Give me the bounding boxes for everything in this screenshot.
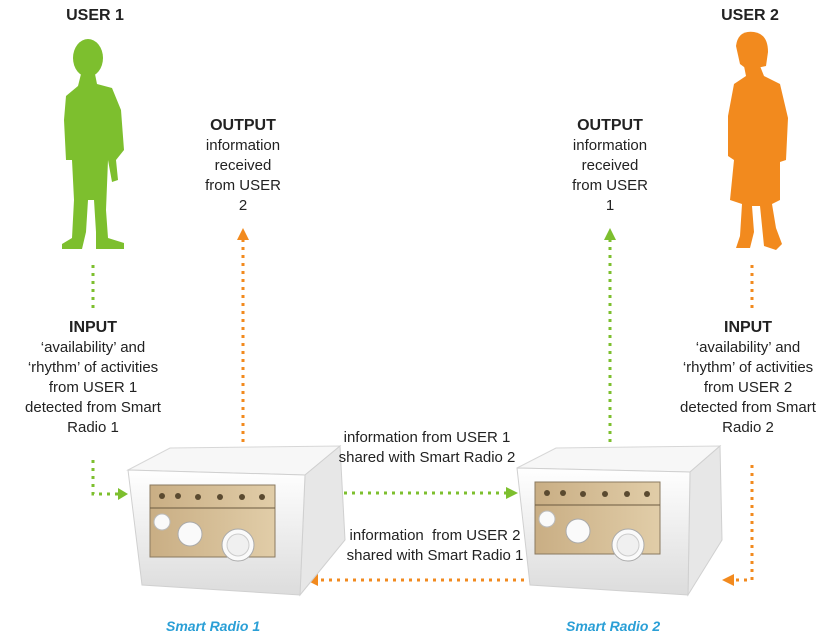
user1-title: USER 1 [66,7,124,24]
input1-block: INPUT ‘availability’ and ‘rhythm’ of act… [4,318,182,438]
arrowhead-input2 [722,574,734,586]
output1-heading: OUTPUT [210,117,276,134]
link-bottom-line: shared with Smart Radio 1 [346,547,524,564]
input1-line: ‘rhythm’ of activities [27,359,159,376]
smart-radio-2 [516,444,723,597]
arrowhead-input1 [118,488,128,500]
input1-line: detected from Smart [25,399,161,416]
user1-silhouette [62,39,124,249]
arrowhead-output2 [604,228,616,240]
output2-line: information [572,137,648,154]
input2-block: INPUT ‘availability’ and ‘rhythm’ of act… [660,318,836,438]
output2-line: 1 [605,197,615,214]
output2-block: OUTPUT information received from USER 1 [547,116,673,216]
output1-block: OUTPUT information received from USER 2 [180,116,306,216]
input2-heading: INPUT [724,319,772,336]
user2-title: USER 2 [721,7,779,24]
input2-to-radio2-line [734,465,754,582]
output1-line: from USER [205,177,281,194]
output1-line: 2 [238,197,248,214]
radio1-caption: Smart Radio 1 [166,618,261,634]
input2-line: from USER 2 [703,379,793,396]
radio2-caption: Smart Radio 2 [566,618,661,634]
output2-line: from USER [572,177,648,194]
link-top-line: shared with Smart Radio 2 [338,449,516,466]
input1-to-radio1-line [91,460,118,496]
output2-heading: OUTPUT [577,117,643,134]
output1-line: information [205,137,281,154]
input2-line: ‘rhythm’ of activities [682,359,814,376]
arrowhead-radio2 [506,487,518,499]
input1-line: ‘availability’ and [40,339,146,356]
input2-line: detected from Smart [680,399,816,416]
link-top-block: information from USER 1 shared with Smar… [302,428,552,468]
input1-line: Radio 1 [67,419,119,436]
input2-line: Radio 2 [722,419,774,436]
link-bottom-line: information from USER 2 [349,527,521,544]
user2-silhouette [728,31,788,250]
output1-line: received [214,157,272,174]
link-bottom-block: information from USER 2 shared with Smar… [310,526,560,566]
link-top-line: information from USER 1 [343,429,511,446]
arrowhead-output1 [237,228,249,240]
input1-heading: INPUT [69,319,117,336]
smart-radio-1 [126,444,346,597]
input1-line: from USER 1 [48,379,138,396]
output2-line: received [581,157,639,174]
input2-line: ‘availability’ and [695,339,801,356]
